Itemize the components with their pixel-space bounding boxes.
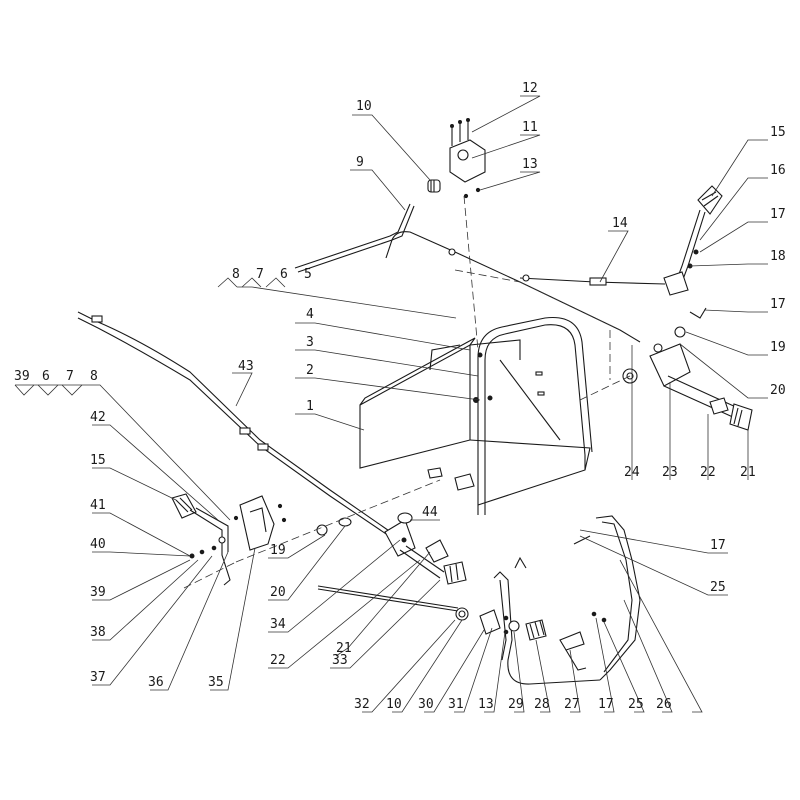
label-39-left: 39: [14, 369, 30, 384]
part-drawings: [77, 118, 753, 685]
alignment-lines: [183, 195, 631, 589]
label-19-center: 19: [270, 543, 286, 558]
label-7-left: 7: [66, 369, 74, 384]
label-38: 38: [90, 625, 106, 640]
label-20-right: 20: [770, 383, 786, 398]
label-25-lower: 25: [710, 580, 726, 595]
part-number-labels: 10 12 11 13 9 14 15 16 17 18 17 19 20 8 …: [14, 81, 786, 712]
label-16: 16: [770, 163, 786, 178]
label-8-left: 8: [90, 369, 98, 384]
label-17-right-b: 17: [770, 297, 786, 312]
label-22-center: 22: [270, 653, 286, 668]
label-35: 35: [208, 675, 224, 690]
label-7-top: 7: [256, 267, 264, 282]
label-4: 4: [306, 307, 314, 322]
label-37: 37: [90, 670, 106, 685]
label-9: 9: [356, 155, 364, 170]
label-19-right: 19: [770, 340, 786, 355]
switch-11: [449, 118, 486, 199]
label-44: 44: [422, 505, 438, 520]
label-24: 24: [624, 465, 640, 480]
lever-15-upper: [663, 185, 723, 319]
label-2: 2: [306, 363, 314, 378]
label-29: 29: [508, 697, 524, 712]
label-15-right: 15: [770, 125, 786, 140]
label-13-top: 13: [522, 157, 538, 172]
label-22-right: 22: [700, 465, 716, 480]
label-41: 41: [90, 498, 106, 513]
label-17-right-a: 17: [770, 207, 786, 222]
label-43: 43: [238, 359, 254, 374]
label-20-center: 20: [270, 585, 286, 600]
label-15-left: 15: [90, 453, 106, 468]
label-25-bottom: 25: [628, 697, 644, 712]
label-21-center: 21: [336, 641, 352, 656]
label-1: 1: [306, 399, 314, 414]
lever-center-assembly: [316, 512, 467, 585]
label-33: 33: [332, 653, 348, 668]
label-10-bottom: 10: [386, 697, 402, 712]
label-12: 12: [522, 81, 538, 96]
label-21-right: 21: [740, 465, 756, 480]
label-28: 28: [534, 697, 550, 712]
frame-assembly: [359, 316, 593, 515]
leader-lines: [14, 95, 768, 713]
label-23: 23: [662, 465, 678, 480]
rod-32: [317, 585, 459, 609]
lever-left-assembly: [171, 493, 287, 586]
label-8-top: 8: [232, 267, 240, 282]
bottom-parts: [455, 607, 509, 635]
label-36: 36: [148, 675, 164, 690]
label-14: 14: [612, 216, 628, 231]
label-39: 39: [90, 585, 106, 600]
label-6-top: 6: [280, 267, 288, 282]
label-32: 32: [354, 697, 370, 712]
bar-9: [294, 203, 411, 269]
label-17-bottom: 17: [598, 697, 614, 712]
label-30: 30: [418, 697, 434, 712]
cable-43: [77, 311, 396, 541]
label-3: 3: [306, 335, 314, 350]
label-34: 34: [270, 617, 286, 632]
lever-19-23-right: [622, 326, 753, 431]
label-42: 42: [90, 410, 106, 425]
label-10-top: 10: [356, 99, 372, 114]
label-26: 26: [656, 697, 672, 712]
lever-26: [514, 515, 641, 681]
lever-29: [493, 571, 601, 685]
label-13-bottom: 13: [478, 697, 494, 712]
label-31: 31: [448, 697, 464, 712]
label-17-lower: 17: [710, 538, 726, 553]
label-5: 5: [304, 267, 312, 282]
label-11: 11: [522, 120, 538, 135]
label-6-left: 6: [42, 369, 50, 384]
cable-14: [385, 231, 666, 343]
label-18: 18: [770, 249, 786, 264]
label-27: 27: [564, 697, 580, 712]
knob-10-top: [427, 179, 441, 193]
label-40: 40: [90, 537, 106, 552]
